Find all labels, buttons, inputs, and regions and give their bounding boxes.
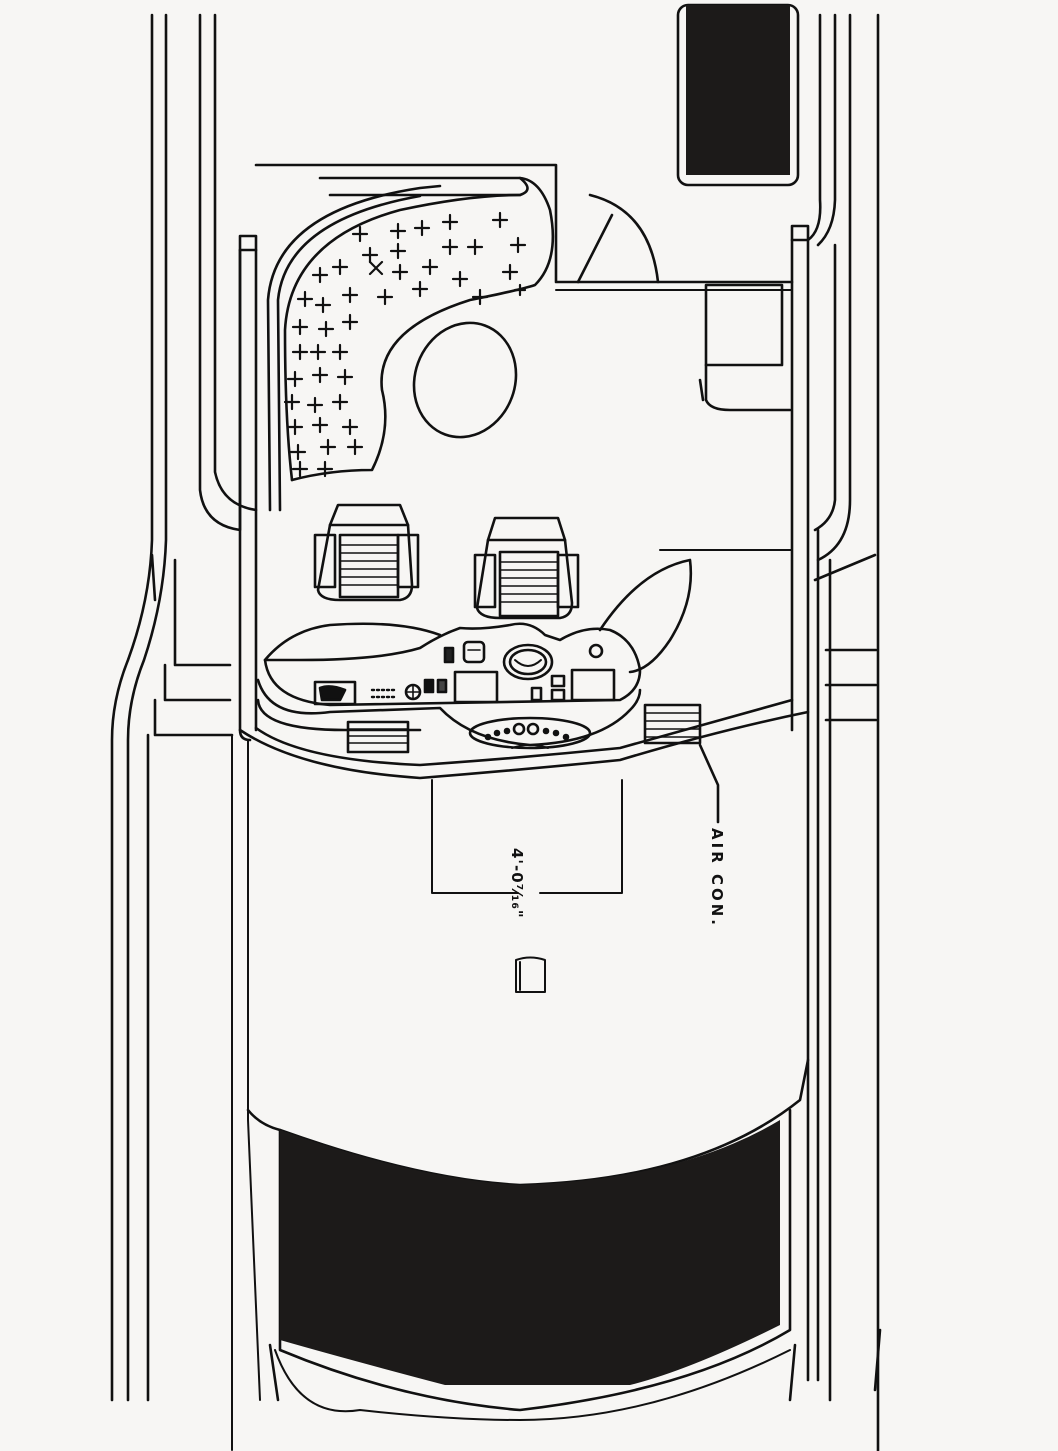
cabinet	[698, 283, 792, 412]
hull-port-lines	[110, 13, 258, 1402]
bulkhead	[238, 698, 810, 780]
dimension-box	[431, 779, 623, 894]
air-conditioning-label: AIR CON.	[708, 828, 726, 928]
small-hatch	[515, 956, 546, 993]
helm-seat-starboard	[473, 516, 580, 620]
air-vent-starboard	[643, 703, 702, 745]
dimension-label: 4'-0⁷⁄₁₆"	[508, 848, 526, 919]
starboard-bench	[598, 558, 693, 674]
settee-hatching	[283, 211, 527, 478]
hull-starboard-lines	[806, 13, 880, 1451]
door-swing	[576, 193, 660, 284]
lounge-settee	[266, 176, 555, 512]
helm-console	[256, 622, 642, 750]
air-vent-port	[346, 720, 410, 754]
aft-hatch	[246, 1058, 882, 1421]
steering-wheel	[502, 643, 554, 681]
aircon-leader	[698, 743, 720, 824]
oval-table	[412, 321, 518, 439]
helm-seat-port	[313, 503, 420, 602]
